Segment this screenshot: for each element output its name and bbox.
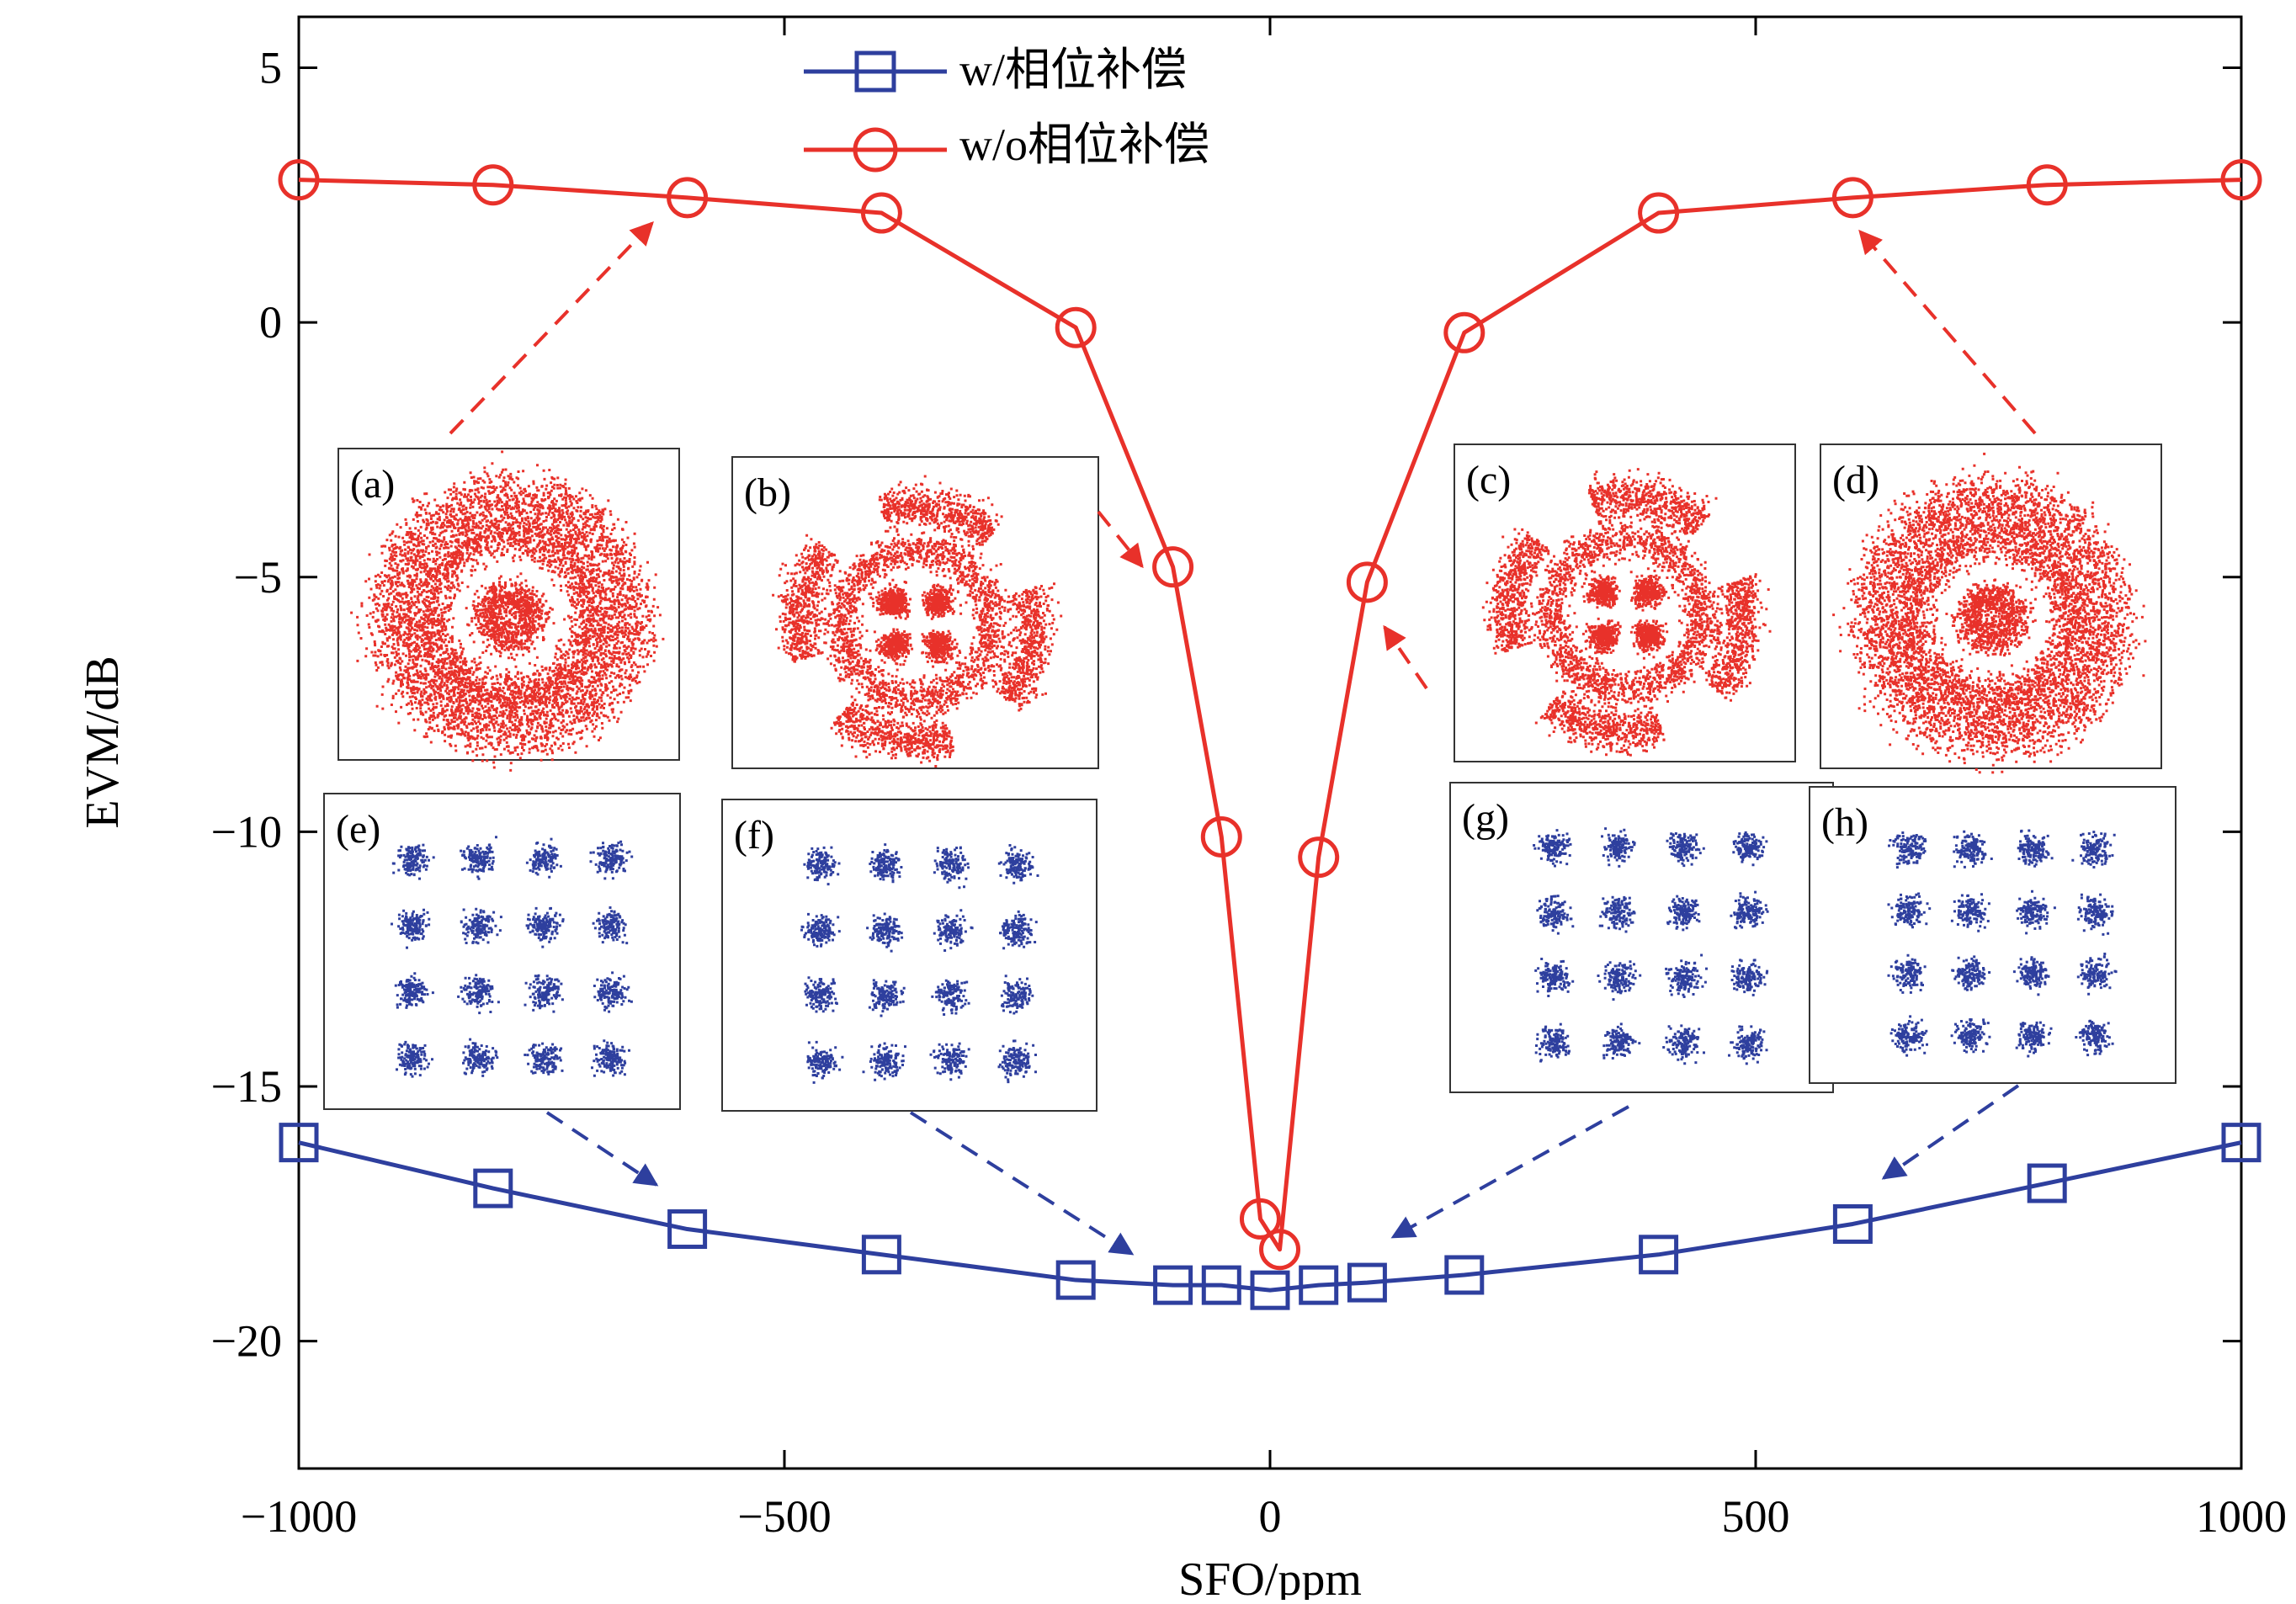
data-point	[860, 192, 902, 234]
y-tick-label: 0	[259, 297, 282, 348]
legend-label-w: w/相位补偿	[959, 45, 1187, 95]
legend: w/相位补偿 w/o相位补偿	[804, 45, 1209, 173]
data-point	[1152, 546, 1194, 588]
data-point	[1055, 306, 1097, 348]
data-point	[1444, 1255, 1485, 1295]
data-point	[1443, 311, 1485, 353]
data-point	[1055, 1260, 1096, 1300]
legend-label-wo: w/o相位补偿	[959, 120, 1209, 170]
y-axis-label: EVM/dB	[77, 656, 129, 828]
data-point	[1831, 177, 1873, 219]
inset-label: (f)	[734, 813, 774, 858]
data-point	[472, 164, 514, 206]
inset-label: (h)	[1821, 800, 1868, 845]
data-point	[1346, 561, 1388, 603]
data-point	[1200, 815, 1242, 858]
constellation-points	[1481, 468, 1772, 757]
constellation-points	[1832, 452, 2147, 774]
pointer-arrow	[545, 1111, 659, 1187]
constellation-inset-f: (f)	[721, 799, 1098, 1112]
data-point	[1201, 1265, 1241, 1305]
data-point	[1250, 1270, 1290, 1310]
data-point	[279, 1123, 319, 1163]
constellation-points	[1887, 829, 2118, 1058]
data-point	[1347, 1262, 1387, 1303]
constellation-inset-e: (e)	[323, 793, 681, 1110]
data-point	[2221, 1123, 2261, 1163]
x-tick-label: −500	[737, 1491, 831, 1542]
x-tick-label: −1000	[241, 1491, 357, 1542]
constellation-points	[800, 843, 1039, 1084]
legend-marker-circle	[853, 127, 898, 173]
y-tick-label: −5	[234, 552, 282, 603]
pointer-arrow	[449, 220, 654, 435]
constellation-inset-d: (d)	[1820, 443, 2162, 774]
x-tick-label: 500	[1722, 1491, 1790, 1542]
data-point	[1239, 1198, 1281, 1240]
data-point	[1639, 1235, 1679, 1275]
pointer-arrow	[1881, 1084, 2020, 1180]
data-point	[278, 159, 320, 201]
inset-label: (d)	[1832, 458, 1879, 502]
data-point	[2026, 164, 2068, 206]
data-point	[1259, 1229, 1301, 1271]
data-point	[1299, 1265, 1339, 1305]
constellation-points	[350, 450, 665, 772]
x-axis-label: SFO/ppm	[1178, 1554, 1362, 1600]
constellation-inset-g: (g)	[1449, 782, 1834, 1093]
pointer-arrow	[1390, 1105, 1629, 1239]
y-tick-label: −15	[211, 1061, 282, 1112]
data-point	[473, 1168, 513, 1208]
arrow-layer	[449, 220, 2037, 1256]
y-tick-label: 5	[259, 43, 282, 93]
inset-layer: (a) (b) (c) (d) (e) (f) (g) (h)	[323, 443, 2176, 1112]
data-point	[667, 1209, 708, 1250]
constellation-inset-h: (h)	[1809, 786, 2176, 1084]
pointer-arrow	[1858, 229, 2037, 435]
x-tick-label: 0	[1259, 1491, 1282, 1542]
constellation-inset-c: (c)	[1454, 443, 1796, 762]
inset-label: (a)	[350, 462, 395, 507]
constellation-inset-a: (a)	[337, 448, 680, 772]
data-point	[1832, 1203, 1873, 1244]
inset-label: (c)	[1466, 458, 1511, 502]
pointer-arrow	[1383, 624, 1428, 690]
x-tick-label: 1000	[2196, 1491, 2287, 1542]
pointer-arrow	[1097, 510, 1144, 569]
inset-label: (g)	[1462, 796, 1509, 841]
y-tick-label: −10	[211, 806, 282, 857]
y-tick-label: −20	[211, 1316, 282, 1367]
series-layer	[278, 159, 2262, 1310]
legend-marker-square	[854, 50, 896, 93]
data-point	[2027, 1163, 2067, 1203]
data-point	[1298, 837, 1340, 879]
inset-label: (b)	[744, 470, 791, 515]
pointer-arrow	[909, 1111, 1135, 1256]
constellation-points	[1533, 827, 1769, 1065]
constellation-inset-b: (b)	[731, 456, 1099, 769]
constellation-points	[391, 836, 634, 1078]
data-point	[1153, 1265, 1193, 1305]
data-point	[2220, 159, 2262, 201]
data-point	[861, 1235, 901, 1275]
data-point	[1638, 192, 1680, 234]
axes: −1000 −500 0 500 1000 5 0 −5 −10 −15 −20	[211, 17, 2287, 1542]
inset-label: (e)	[336, 807, 380, 852]
data-point	[667, 177, 709, 219]
series-line-0	[298, 1140, 2242, 1293]
